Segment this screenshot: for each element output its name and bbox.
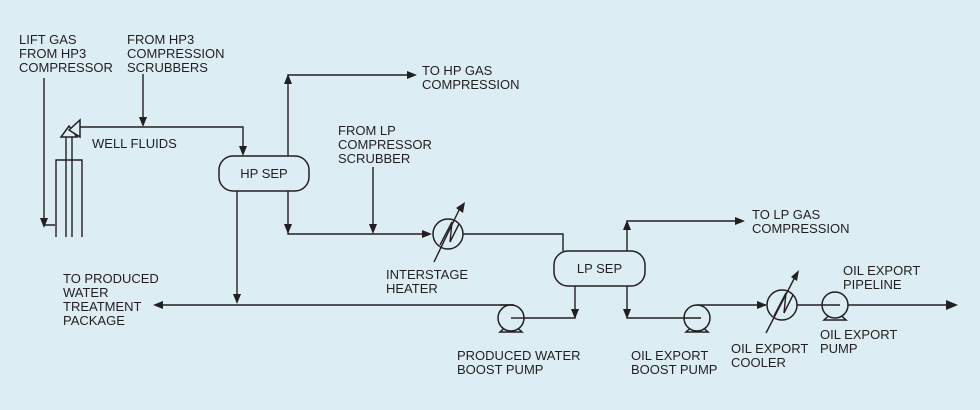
lift-gas-label: LIFT GAS FROM HP3 COMPRESSOR	[19, 32, 113, 75]
heat-exchanger-icon	[432, 202, 465, 263]
produced-water-header	[153, 301, 514, 309]
hp3-scrubbers-label: FROM HP3 COMPRESSION SCRUBBERS	[127, 32, 225, 75]
heater-to-lp-sep-line	[463, 233, 564, 251]
hp-water-line	[233, 191, 241, 304]
lp-sep-vessel	[553, 250, 646, 287]
to-lp-gas-label: TO LP GAS COMPRESSION	[752, 207, 850, 236]
well-fluids-label: WELL FLUIDS	[92, 136, 177, 151]
centrifugal-pump-icon	[821, 291, 849, 321]
lp-gas-line	[623, 217, 745, 251]
well-fluids-line	[80, 126, 247, 156]
lift-gas-line	[40, 78, 55, 228]
heat-exchanger-icon	[765, 270, 799, 334]
interstage-heater-label: INTERSTAGE HEATER	[386, 267, 469, 296]
to-hp-gas-label: TO HP GAS COMPRESSION	[422, 63, 520, 92]
hp-sep-label: HP SEP	[240, 166, 288, 181]
hp-gas-line	[284, 71, 417, 156]
centrifugal-pump-icon	[683, 304, 711, 333]
hp-sep-vessel	[218, 155, 310, 192]
lp-scrubber-label: FROM LP COMPRESSOR SCRUBBER	[338, 123, 432, 166]
lp-water-line	[511, 286, 579, 319]
oil-export-cooler-label: OIL EXPORT COOLER	[731, 341, 809, 370]
produced-water-treatment-label: TO PRODUCED WATER TREATMENT PACKAGE	[63, 271, 159, 328]
hp3-scrubbers-line	[139, 74, 147, 127]
oil-export-pipeline-label: OIL EXPORT PIPELINE	[843, 263, 921, 292]
oil-export-boost-pump-label: OIL EXPORT BOOST PUMP	[631, 348, 718, 377]
lp-scrubber-line	[369, 167, 377, 234]
oil-export-pipeline-line	[848, 300, 958, 310]
hp-liquid-line	[284, 191, 432, 238]
wellhead-icon	[55, 118, 83, 237]
produced-water-pump-label: PRODUCED WATER BOOST PUMP	[457, 348, 581, 377]
lp-oil-line	[623, 286, 697, 319]
boost-pump-to-cooler-line	[697, 301, 767, 309]
oil-export-pump-label: OIL EXPORT PUMP	[820, 327, 898, 356]
centrifugal-pump-icon	[497, 304, 525, 333]
lp-sep-label: LP SEP	[576, 261, 623, 276]
